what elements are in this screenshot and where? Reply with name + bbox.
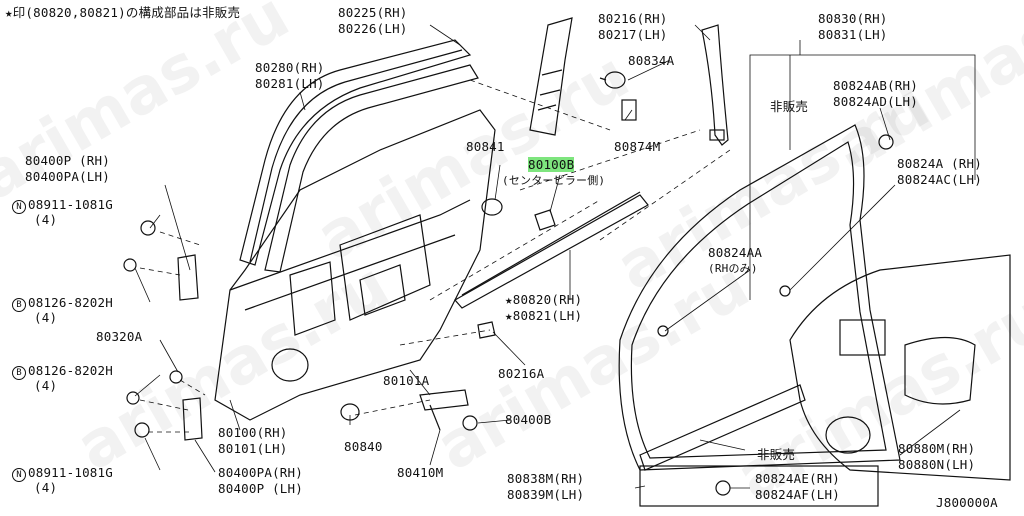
part-label-80880n[interactable]: 80880N(LH): [898, 457, 976, 472]
qty-b08126-a: (4): [34, 310, 58, 325]
part-label-80400p-lh[interactable]: 80400P (LH): [218, 481, 303, 496]
b08126-a-number: 08126-8202H: [28, 295, 113, 310]
part-label-80400b[interactable]: 80400B: [505, 412, 552, 427]
part-label-80840[interactable]: 80840: [344, 439, 383, 454]
n08911-b-number: 08911-1081G: [28, 465, 113, 480]
part-label-80830[interactable]: 80830(RH): [818, 11, 888, 26]
door-checker-80410m: [419, 389, 469, 411]
part-label-80225[interactable]: 80225(RH): [338, 5, 408, 20]
part-label-80824a[interactable]: 80824A (RH): [897, 156, 982, 171]
part-label-80281[interactable]: 80281(LH): [255, 76, 325, 91]
diagram-code: J800000A: [936, 495, 998, 510]
part-label-80824ac[interactable]: 80824AC(LH): [897, 172, 982, 187]
part-label-80824ad[interactable]: 80824AD(LH): [833, 94, 918, 109]
part-label-80216a[interactable]: 80216A: [498, 366, 545, 381]
part-label-80821[interactable]: ★80821(LH): [505, 308, 583, 323]
part-label-80100[interactable]: 80100(RH): [218, 425, 288, 440]
bolt-b-mark-icon: B: [12, 366, 26, 380]
part-label-80400pa-rh[interactable]: 80400PA(RH): [218, 465, 303, 480]
upper-hinge-80400p: [177, 254, 199, 301]
lower-hinge-80400pa: [182, 397, 203, 441]
label-rh-only: (RHのみ): [708, 262, 758, 275]
nut-n-mark-icon: N: [12, 200, 26, 214]
part-label-80834a[interactable]: 80834A: [628, 53, 675, 68]
front-door-panel-80100: [214, 109, 496, 421]
part-label-80400p-rh[interactable]: 80400P (RH): [25, 153, 110, 168]
label-not-sold-1: 非販売: [770, 99, 809, 114]
part-label-80400pa-lh[interactable]: 80400PA(LH): [25, 169, 110, 184]
part-label-80824ae[interactable]: 80824AE(RH): [755, 471, 840, 486]
part-label-80831[interactable]: 80831(LH): [818, 27, 888, 42]
nut-n-mark-icon: N: [12, 468, 26, 482]
bolt-b-mark-icon: B: [12, 298, 26, 312]
part-label-80824aa[interactable]: 80824AA: [708, 245, 763, 260]
part-label-80874m[interactable]: 80874M: [614, 139, 661, 154]
qty-n08911-a: (4): [34, 212, 58, 227]
part-label-80280[interactable]: 80280(RH): [255, 60, 325, 75]
note-not-sold: ★印(80820,80821)の構成部品は非販売: [5, 5, 241, 20]
qty-b08126-b: (4): [34, 378, 58, 393]
b08126-b-number: 08126-8202H: [28, 363, 113, 378]
part-label-80841[interactable]: 80841: [466, 139, 505, 154]
part-label-80320a[interactable]: 80320A: [96, 329, 143, 344]
part-label-80839m[interactable]: 80839M(LH): [507, 487, 585, 502]
door-trim-80880: [789, 254, 1011, 481]
kick-plate-80838m: [639, 384, 806, 471]
part-label-80880m[interactable]: 80880M(RH): [898, 441, 976, 456]
sash-mould-80225: [264, 64, 479, 273]
part-label-80226[interactable]: 80226(LH): [338, 21, 408, 36]
part-label-80824ab[interactable]: 80824AB(RH): [833, 78, 918, 93]
qty-n08911-b: (4): [34, 480, 58, 495]
part-label-80824af[interactable]: 80824AF(LH): [755, 487, 840, 502]
part-label-80820[interactable]: ★80820(RH): [505, 292, 583, 307]
part-label-80100b[interactable]: 80100B: [528, 157, 575, 172]
n08911-a-number: 08911-1081G: [28, 197, 113, 212]
highlighted-part-80100b[interactable]: 80100B: [528, 157, 575, 172]
beltline-moulding-80820: [454, 194, 649, 309]
label-center-pillar-side: (センターピラー側): [502, 174, 606, 187]
part-label-80216[interactable]: 80216(RH): [598, 11, 668, 26]
center-pillar-sash-80216: [529, 17, 573, 136]
rear-weatherstrip-80830: [618, 124, 901, 471]
part-label-80410m[interactable]: 80410M: [397, 465, 444, 480]
part-label-80217[interactable]: 80217(LH): [598, 27, 668, 42]
part-label-80101[interactable]: 80101(LH): [218, 441, 288, 456]
part-label-80101a[interactable]: 80101A: [383, 373, 430, 388]
label-not-sold-2: 非販売: [757, 447, 796, 462]
part-label-80838m[interactable]: 80838M(RH): [507, 471, 585, 486]
door-weatherstrip-80280: [239, 39, 472, 266]
